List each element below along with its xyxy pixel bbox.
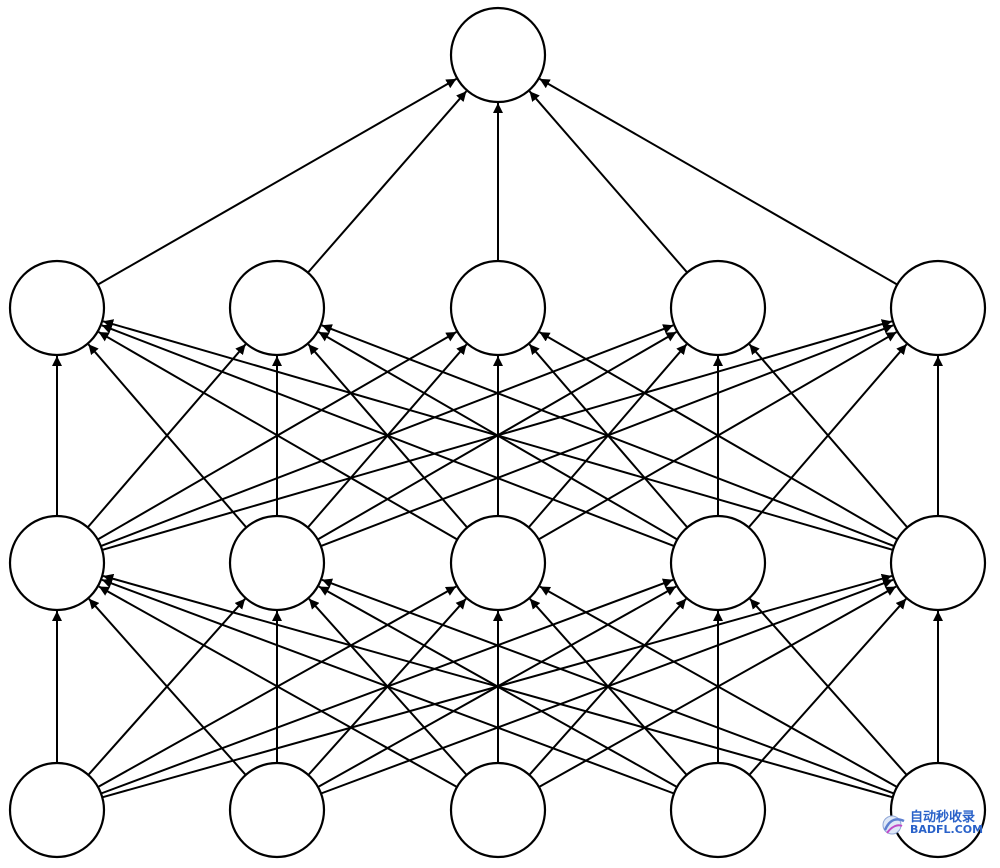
neuron-layer4-node1 bbox=[449, 6, 547, 104]
connection-arrow-l1-n4-to-l2-n1 bbox=[101, 578, 675, 795]
neuron-layer1-node4 bbox=[669, 761, 767, 859]
neurons-group bbox=[8, 6, 987, 859]
connection-arrow-l2-n3-to-l3-n1 bbox=[98, 331, 458, 541]
watermark-text-chinese: 自动秒收录 bbox=[910, 810, 976, 825]
connection-arrow-l1-n5-to-l2-n3 bbox=[539, 585, 898, 788]
neuron-layer3-node4 bbox=[669, 259, 767, 357]
watermark: 自动秒收录 BADFL.COM bbox=[880, 806, 992, 842]
neuron-layer3-node2 bbox=[228, 259, 326, 357]
connections-group bbox=[52, 78, 943, 799]
connection-arrow-l1-n5-to-l2-n1 bbox=[102, 573, 893, 799]
neuron-layer2-node5 bbox=[889, 514, 987, 612]
connection-arrow-l2-n5-to-l3-n1 bbox=[102, 319, 894, 551]
connection-arrow-l2-n4-to-l3-n1 bbox=[101, 324, 675, 548]
watermark-text-url: BADFL.COM bbox=[910, 823, 984, 836]
neuron-layer1-node5 bbox=[889, 761, 987, 859]
connection-arrow-l2-n5-to-l3-n2 bbox=[321, 324, 895, 548]
neuron-layer3-node3 bbox=[449, 259, 547, 357]
neuron-layer3-node5 bbox=[889, 259, 987, 357]
neuron-layer2-node1 bbox=[8, 514, 106, 612]
connection-arrow-l2-n2-to-l3-n1 bbox=[87, 343, 248, 529]
connection-arrow-l1-n5-to-l2-n4 bbox=[749, 598, 908, 776]
neuron-layer1-node2 bbox=[228, 761, 326, 859]
neuron-layer2-node3 bbox=[449, 514, 547, 612]
connection-arrow-l3-n5-to-l4-n1 bbox=[539, 78, 898, 286]
connection-arrow-l1-n3-to-l2-n1 bbox=[98, 585, 458, 788]
connection-arrow-l1-n2-to-l2-n1 bbox=[88, 598, 247, 776]
connection-arrow-l3-n1-to-l4-n1 bbox=[97, 78, 457, 286]
neuron-layer1-node1 bbox=[8, 761, 106, 859]
connection-arrow-l2-n5-to-l3-n4 bbox=[748, 343, 909, 529]
connection-arrow-l3-n2-to-l4-n1 bbox=[307, 90, 468, 274]
neuron-layer2-node4 bbox=[669, 514, 767, 612]
neuron-layer1-node3 bbox=[449, 761, 547, 859]
connection-arrow-l1-n5-to-l2-n2 bbox=[321, 578, 895, 795]
neuron-layer2-node2 bbox=[228, 514, 326, 612]
neuron-layer3-node1 bbox=[8, 259, 106, 357]
connection-arrow-l2-n5-to-l3-n3 bbox=[538, 331, 898, 541]
watermark-logo-icon bbox=[882, 815, 905, 835]
connection-arrow-l3-n4-to-l4-n1 bbox=[528, 90, 688, 274]
